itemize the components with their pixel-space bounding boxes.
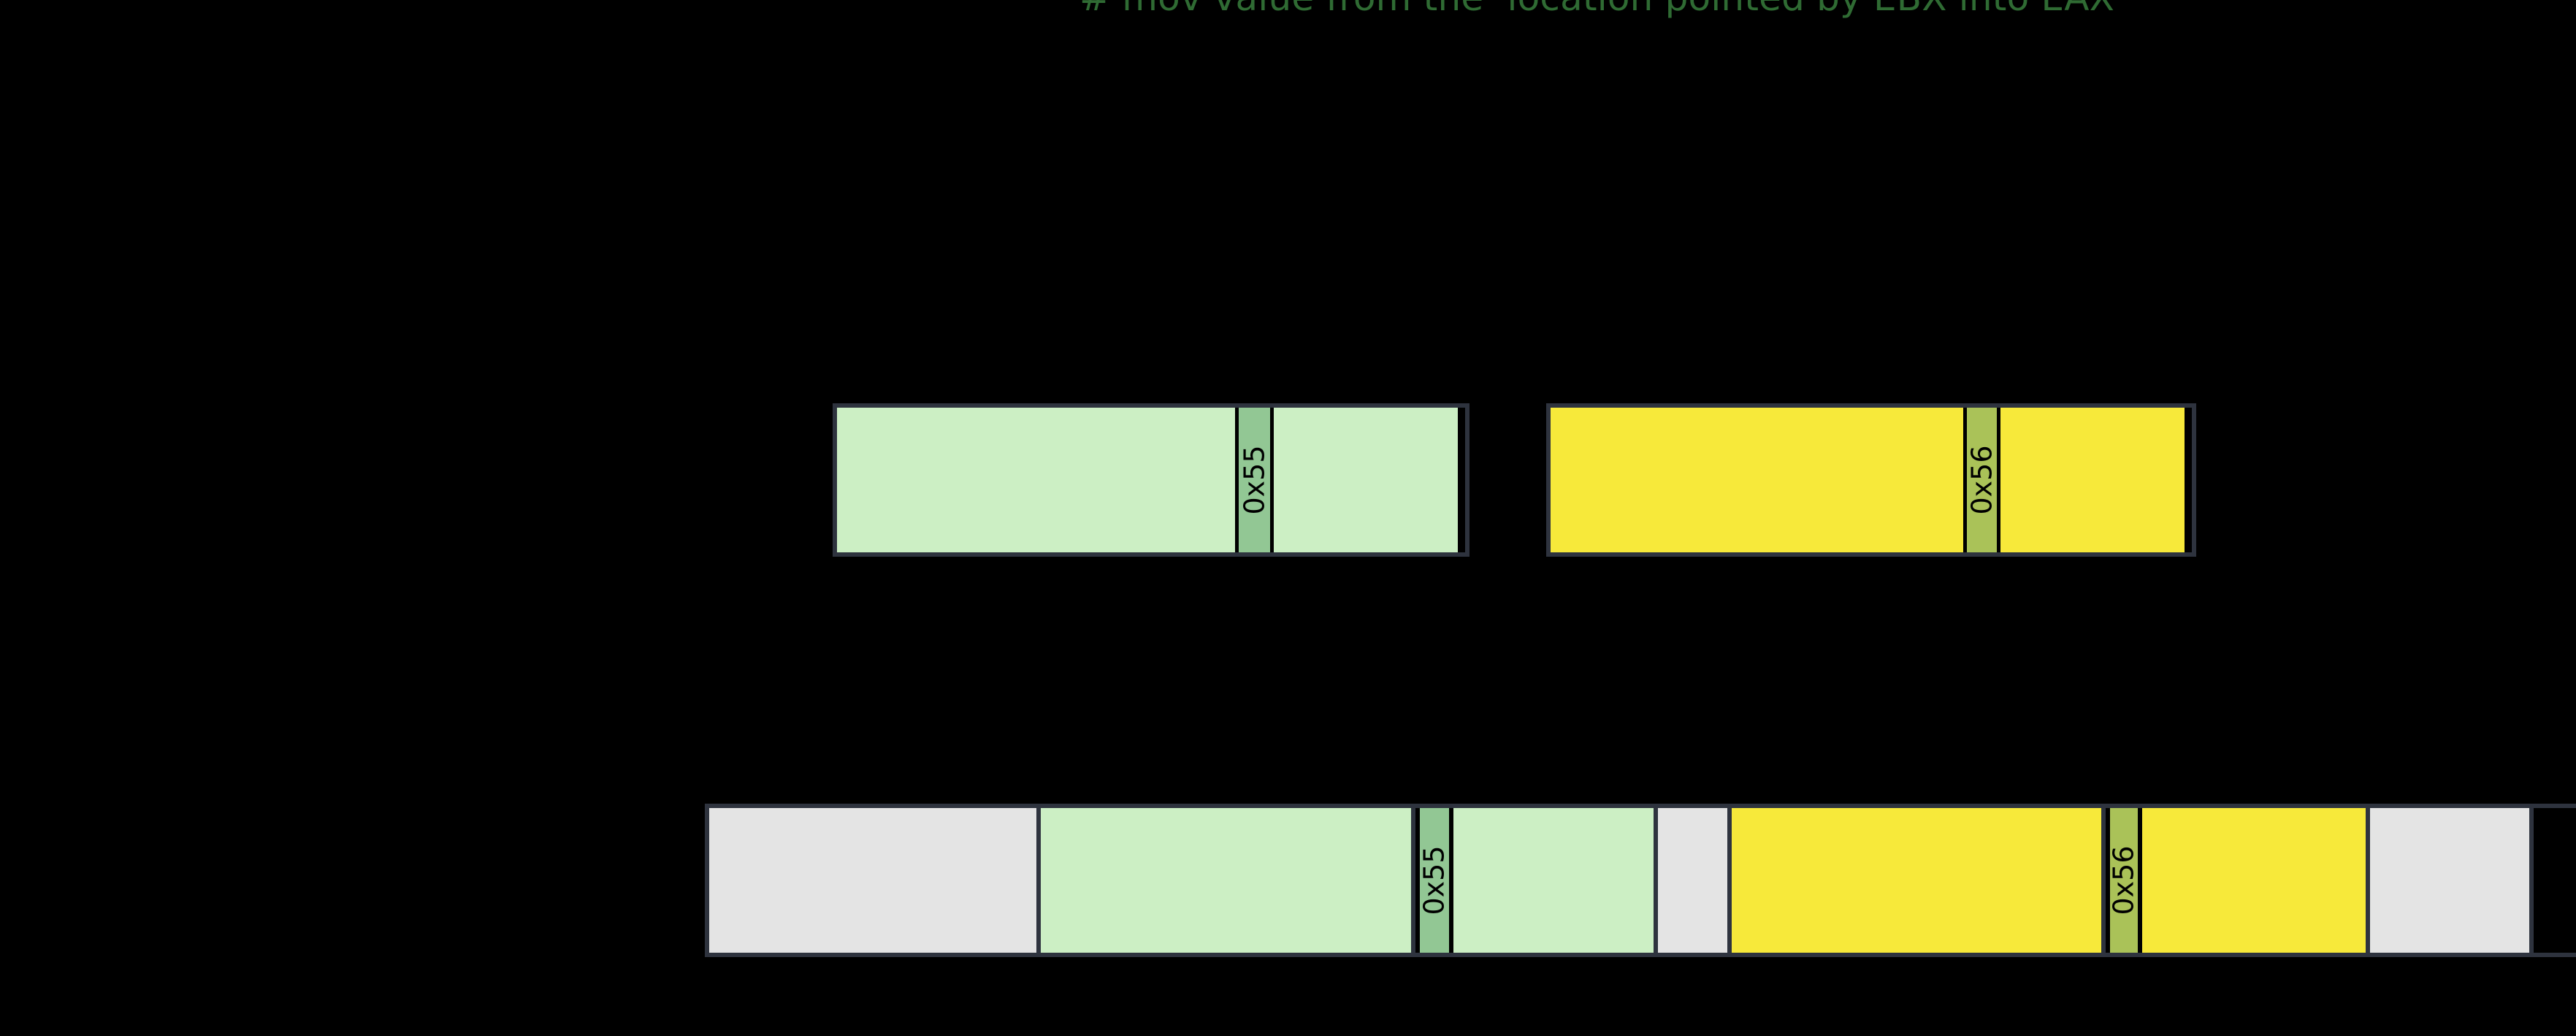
memory-segment-gray-right	[2370, 808, 2534, 953]
memory-segment-green-b	[1453, 808, 1658, 953]
memory-segment-gray-left	[709, 808, 1041, 953]
memory-segment-yellow-b	[2142, 808, 2370, 953]
assembly-comment-text: # mov value from the location pointed by…	[1079, 0, 2114, 16]
eax-byte-label: 0x55	[1238, 445, 1271, 515]
memory-bar: 0x55 0x56	[705, 804, 2576, 957]
memory-segment-gray-mid	[1658, 808, 1732, 953]
memory-byte-cell-0x55-label: 0x55	[1418, 845, 1451, 915]
memory-byte-cell-0x56: 0x56	[2106, 808, 2142, 953]
memory-byte-cell-0x56-label: 0x56	[2108, 845, 2140, 915]
eax-segment-left	[837, 408, 1235, 552]
eax-segment-right	[1274, 408, 1458, 552]
memory-segment-green-a	[1041, 808, 1415, 953]
memory-segment-yellow-a	[1732, 808, 2106, 953]
ebx-register-box: 0x56	[1546, 403, 2196, 557]
ebx-segment-right	[2000, 408, 2185, 552]
eax-register-box: 0x55	[833, 403, 1469, 557]
ebx-byte-label: 0x56	[1965, 445, 1998, 515]
memory-byte-cell-0x55: 0x55	[1415, 808, 1453, 953]
eax-byte-cell-0x55: 0x55	[1235, 408, 1274, 552]
ebx-segment-left	[1551, 408, 1963, 552]
ebx-byte-cell-0x56: 0x56	[1963, 408, 2000, 552]
